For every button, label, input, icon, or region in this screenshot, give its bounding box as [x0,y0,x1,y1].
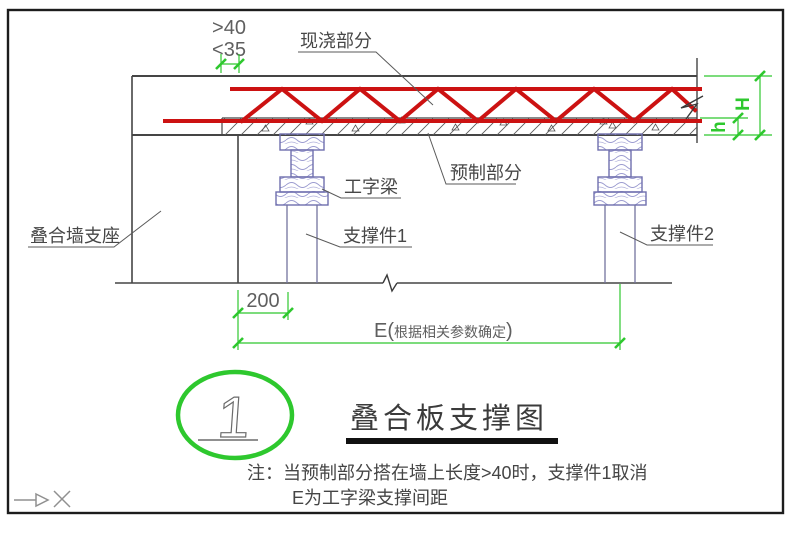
dim-h-label: h [709,121,730,133]
dimension-seating-top: >40 <35 [212,17,246,73]
label-support-2: 支撑件2 [650,224,714,244]
axis-arrow-head-icon [35,492,50,508]
dim-200-label: 200 [246,290,279,312]
x-marker-icon [53,490,71,508]
label-cast-in-place: 现浇部分 [300,31,372,51]
lattice-truss [163,86,704,124]
ucs-icon [14,490,71,508]
dim-gt40-label: >40 [212,17,246,39]
dimension-heights-right: H h [700,70,772,141]
note-line-1: 注：当预制部分搭在墙上长度>40时，支撑件1取消 [247,463,648,483]
title-block: 1 叠合板支撑图 [175,369,558,461]
drawing-title: 叠合板支撑图 [350,402,548,435]
sheet-border [6,8,785,515]
break-mark-truss [680,95,704,120]
label-precast: 预制部分 [450,163,522,183]
detail-number-circle [175,369,295,461]
break-mark-ground [382,273,398,293]
dimension-bottom: 200 E(根据相关参数确定) [232,284,626,350]
label-i-beam: 工字梁 [344,177,398,197]
annotations: 现浇部分 预制部分 工字梁 支撑件1 支撑件2 叠合墙支座 [28,31,714,248]
i-beam-support-1 [275,133,329,283]
i-beam-support-2 [593,133,647,283]
note-line-2: E为工字梁支撑间距 [292,488,448,508]
dim-E-label: E(根据相关参数确定) [374,320,513,342]
notes: 注：当预制部分搭在墙上长度>40时，支撑件1取消 E为工字梁支撑间距 [247,463,648,508]
label-wall-support: 叠合墙支座 [30,226,120,246]
dim-H-label: H [733,97,754,111]
dim-lt35-label: <35 [212,39,246,61]
title-underline [346,438,558,444]
label-support-1: 支撑件1 [343,226,407,246]
